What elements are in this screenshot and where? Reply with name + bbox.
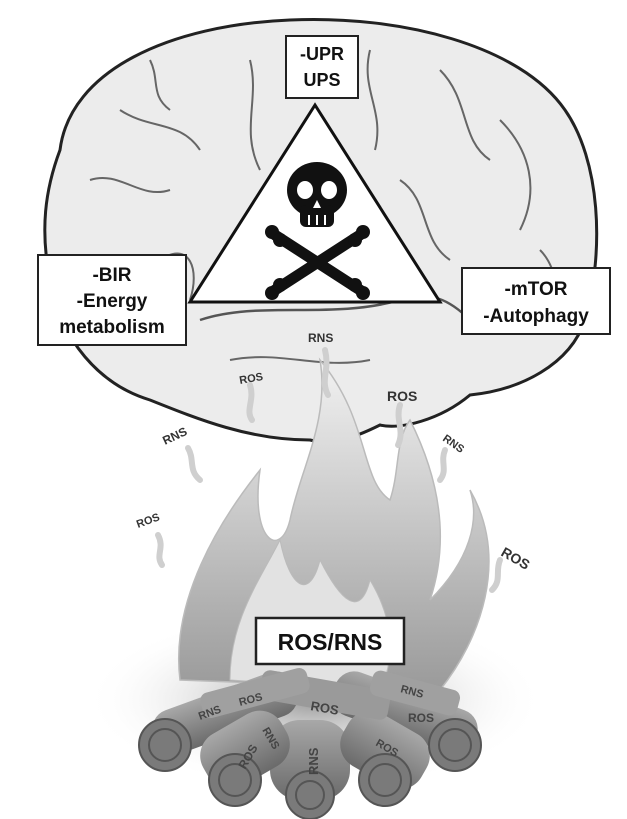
box-mtor-autophagy: -mTOR -Autophagy [462, 268, 610, 334]
radical-rns-top: RNS [308, 331, 333, 345]
radical-rns-left: RNS [160, 424, 189, 447]
box-upr-ups-line2: UPS [303, 70, 340, 90]
box-bir-line1: -BIR [92, 265, 131, 286]
radical-ros-far-right: ROS [499, 544, 533, 573]
box-upr-ups: -UPR UPS [286, 36, 358, 98]
radical-ros-brain-right: ROS [387, 388, 417, 404]
radical-ros-far-left: ROS [135, 511, 162, 530]
log-label: RNS [306, 747, 321, 775]
box-ros-rns-label: ROS/RNS [278, 629, 383, 655]
box-mtor-line1: -mTOR [505, 279, 568, 300]
box-upr-ups-line1: -UPR [300, 44, 344, 64]
box-bir-line2: -Energy [77, 291, 148, 312]
box-ros-rns: ROS/RNS [256, 618, 404, 664]
box-mtor-line2: -Autophagy [483, 306, 589, 327]
log-label: ROS [408, 711, 434, 725]
box-bir-energy: -BIR -Energy metabolism [38, 255, 186, 345]
box-bir-line3: metabolism [59, 317, 165, 338]
